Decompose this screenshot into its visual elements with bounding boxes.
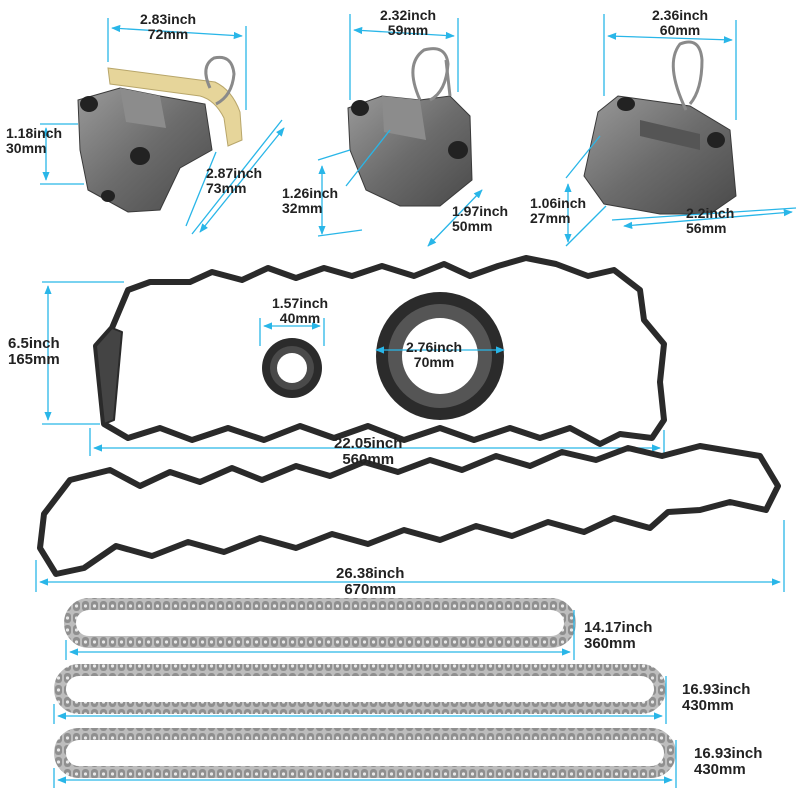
gasket-small-dimension-lines [42, 281, 665, 456]
tensioner-3-dimension-lines [564, 14, 797, 247]
tensioner-2-dimension-lines [317, 14, 483, 247]
valve-cover-gasket-large-icon [37, 443, 781, 577]
tensioner-1-icon [77, 55, 243, 213]
gasket-large-dimension-lines [35, 520, 785, 592]
timing-chain-3-icon [54, 728, 676, 778]
timing-chain-1-icon [64, 598, 576, 648]
chain-dimension-lines [53, 610, 677, 788]
oil-seal-small-icon [262, 338, 322, 398]
tensioner-3-icon [583, 40, 737, 215]
tensioner-2-icon [347, 47, 473, 207]
oil-seal-dimension-lines [259, 318, 505, 354]
tensioner-1-dimension-lines [40, 18, 285, 235]
valve-cover-gasket-small-icon [93, 255, 667, 447]
timing-chain-2-icon [54, 664, 666, 714]
oil-seal-large-icon [376, 292, 504, 420]
